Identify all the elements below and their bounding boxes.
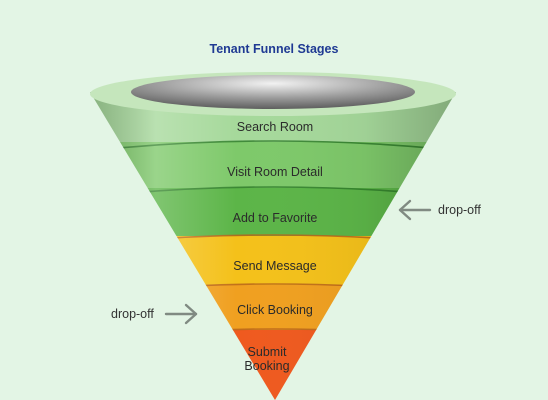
stage-label-5: Click Booking (237, 303, 313, 317)
stage-label-1: Search Room (237, 120, 313, 134)
funnel-shading (90, 92, 456, 400)
drop-off-note-left: drop-off (111, 307, 154, 321)
drop-off-arrow-right (398, 199, 432, 221)
stage-label-3: Add to Favorite (233, 211, 318, 225)
drop-off-note-right: drop-off (438, 203, 481, 217)
stage-label-4: Send Message (233, 259, 316, 273)
diagram-title: Tenant Funnel Stages (209, 42, 339, 56)
funnel-mouth (131, 75, 415, 109)
stage-label-2: Visit Room Detail (227, 165, 323, 179)
drop-off-arrow-left (164, 303, 198, 325)
